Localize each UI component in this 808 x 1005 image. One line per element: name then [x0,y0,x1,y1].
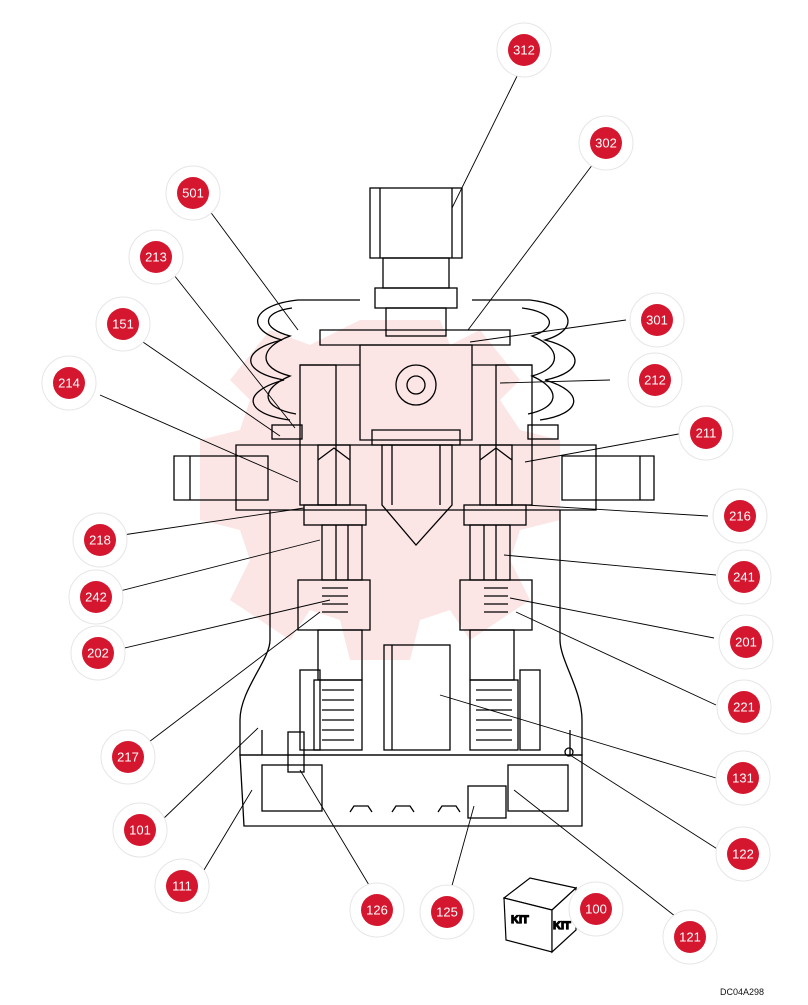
callout-label: 126 [366,903,388,918]
callout-label: 221 [733,700,755,715]
callout-111: 111 [154,858,210,914]
callout-label: 312 [513,43,535,58]
callout-501: 501 [165,165,221,221]
callout-label: 213 [145,250,167,265]
callout-214: 214 [41,355,97,411]
kit-label-left: KIT [511,914,529,926]
assembly-outline [173,187,655,827]
watermark-gear-icon [200,320,560,660]
drawing-reference-code: DC04A298 [719,987,764,997]
callout-312: 312 [496,22,552,78]
callout-100: 100 [568,881,624,937]
callout-label: 202 [87,646,109,661]
callout-label: 111 [172,879,192,894]
callout-101: 101 [112,802,168,858]
callout-217: 217 [100,729,156,785]
callout-label: 212 [644,373,666,388]
callout-label: 241 [733,570,755,585]
leader-lines [99,61,723,921]
callout-label: 201 [735,635,757,650]
callout-label: 301 [646,313,668,328]
callout-131: 131 [715,750,771,806]
callout-218: 218 [72,512,128,568]
callout-label: 218 [89,533,111,548]
callout-label: 211 [696,426,717,441]
callout-label: 100 [585,902,607,917]
callout-label: 125 [436,905,458,920]
callout-group: 312 302 501 213 151 214 301 212 211 216 218 241 242 2… [41,22,774,965]
callout-label: 122 [732,847,754,862]
callout-label: 242 [85,590,107,605]
callout-302: 302 [578,115,634,171]
callout-label: 501 [182,186,204,201]
callout-221: 221 [716,679,772,735]
callout-label: 151 [112,317,134,332]
callout-label: 131 [732,771,754,786]
callout-201: 201 [718,614,774,670]
callout-211: 211 [678,405,734,461]
callout-301: 301 [629,292,685,348]
callout-label: 214 [58,376,80,391]
callout-151: 151 [95,296,151,352]
callout-125: 125 [419,884,475,940]
callout-242: 242 [68,569,124,625]
callout-126: 126 [349,882,405,938]
callout-212: 212 [627,352,683,408]
callout-label: 121 [679,930,701,945]
callout-216: 216 [712,488,768,544]
kit-label-right: KIT [553,920,571,932]
callout-121: 121 [662,909,718,965]
callout-213: 213 [128,229,184,285]
kit-box-icon: KIT KIT [502,877,578,954]
callout-label: 302 [595,136,617,151]
callout-122: 122 [715,826,771,882]
callout-label: 101 [129,823,151,838]
callout-label: 217 [117,750,139,765]
callout-202: 202 [70,625,126,681]
callout-241: 241 [716,549,772,605]
callout-label: 216 [729,509,751,524]
